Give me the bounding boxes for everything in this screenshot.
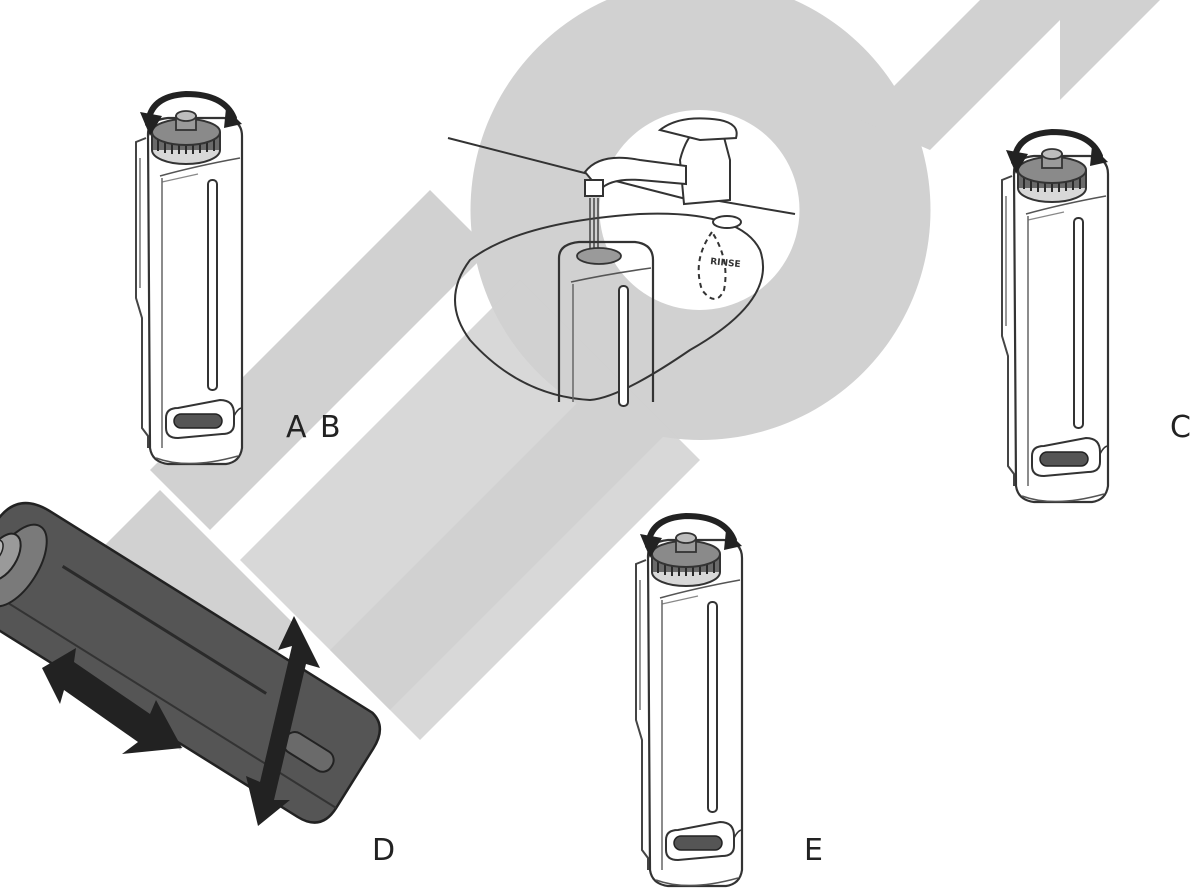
label-e: E	[804, 833, 823, 868]
figure-a-cartridge-rotate	[136, 94, 242, 464]
label-c: C	[1170, 410, 1191, 445]
figure-e-cartridge-rotate	[636, 516, 742, 886]
label-b: B	[320, 410, 341, 445]
faucet-tag-text: RINSE	[710, 257, 741, 270]
figure-d-arrows	[42, 616, 320, 826]
label-d: D	[372, 833, 395, 868]
figure-b-faucet-rinse: RINSE	[447, 117, 796, 408]
label-a: A	[286, 410, 307, 445]
figure-c-cartridge-rotate	[1002, 132, 1108, 502]
